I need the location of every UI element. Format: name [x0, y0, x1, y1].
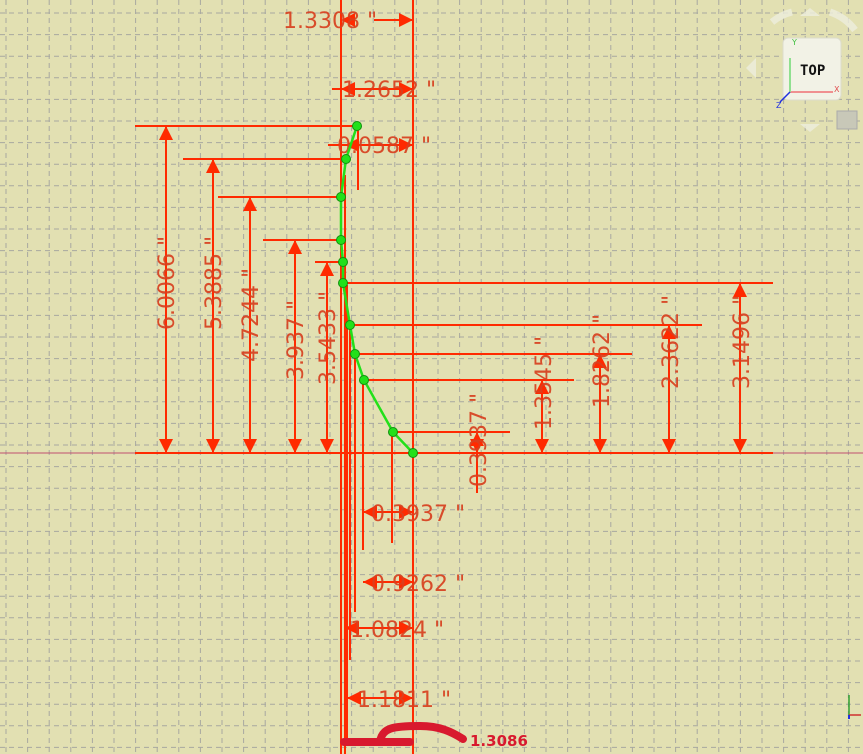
- sketch-vertex[interactable]: [341, 154, 351, 164]
- dim-label[interactable]: 1.3308 ": [283, 9, 377, 34]
- arrow-icon: [243, 439, 257, 453]
- arrow-icon: [345, 138, 359, 152]
- arrow-icon: [593, 439, 607, 453]
- arrow-icon: [347, 691, 361, 705]
- dim-label[interactable]: 6.0066 ": [155, 236, 180, 330]
- axis-y-label: Y: [791, 38, 797, 47]
- axis-x-label: X: [834, 85, 840, 94]
- sketch-vertex[interactable]: [338, 278, 348, 288]
- dim-label[interactable]: 0.9262 ": [371, 572, 465, 597]
- sketch-vertex[interactable]: [338, 257, 348, 267]
- arrow-icon: [288, 240, 302, 254]
- dim-label[interactable]: 1.3545 ": [532, 336, 557, 430]
- arrow-icon: [662, 439, 676, 453]
- rotate-left-icon[interactable]: [746, 58, 756, 78]
- arrow-icon: [593, 354, 607, 368]
- view-menu-cube-icon[interactable]: [836, 110, 858, 130]
- dimension-labels: 1.3308 " 1.2652 " 0.0587 " 0.3937 " 0.92…: [155, 9, 755, 713]
- dim-label[interactable]: 1.2652 ": [342, 78, 436, 103]
- dim-label[interactable]: 2.3622 ": [659, 295, 684, 389]
- arrow-icon: [159, 439, 173, 453]
- dimension-arrows: [159, 13, 747, 705]
- annotation-stroke: [340, 721, 467, 746]
- arrow-icon: [320, 262, 334, 276]
- arrow-icon: [399, 138, 413, 152]
- dim-label[interactable]: 0.3937 ": [467, 393, 492, 487]
- sketch-vertex[interactable]: [345, 320, 355, 330]
- arrow-icon: [399, 575, 413, 589]
- arrow-icon: [159, 126, 173, 140]
- dim-label[interactable]: 4.7244 ": [239, 268, 264, 362]
- dim-label[interactable]: 1.0824 ": [350, 618, 444, 643]
- arrow-icon: [288, 439, 302, 453]
- arrow-icon: [399, 82, 413, 96]
- dim-label[interactable]: 5.3885 ": [202, 236, 227, 330]
- sketch-vertex[interactable]: [388, 427, 398, 437]
- arrow-icon: [320, 439, 334, 453]
- dim-label[interactable]: 0.3937 ": [371, 502, 465, 527]
- axis-z-label: Z: [776, 101, 782, 110]
- arrow-icon: [535, 380, 549, 394]
- sketch-geometry[interactable]: [336, 121, 418, 458]
- arrow-icon: [470, 439, 484, 453]
- dim-label[interactable]: 3.1496 ": [730, 295, 755, 389]
- arrow-icon: [535, 439, 549, 453]
- annotation-text: 1.3086: [470, 732, 528, 750]
- rotate-down-icon[interactable]: [800, 124, 820, 132]
- arrow-icon: [399, 621, 413, 635]
- navicube-face-label: TOP: [800, 63, 825, 79]
- arrow-icon: [733, 439, 747, 453]
- arrow-icon: [363, 505, 377, 519]
- navicube-face-top[interactable]: [782, 37, 842, 101]
- sketch-vertex[interactable]: [336, 192, 346, 202]
- arrow-icon: [341, 82, 355, 96]
- arrow-icon: [341, 13, 355, 27]
- arrow-icon: [363, 575, 377, 589]
- dim-label[interactable]: 3.5433 ": [316, 291, 341, 385]
- arrow-icon: [399, 691, 413, 705]
- sketch-vertex[interactable]: [350, 349, 360, 359]
- axis-triad: [848, 695, 861, 719]
- arrow-icon: [399, 505, 413, 519]
- arrow-icon: [733, 283, 747, 297]
- annotation: 1.3086: [340, 721, 528, 750]
- dim-label[interactable]: 3.937 ": [284, 300, 309, 380]
- sketch-vertex[interactable]: [359, 375, 369, 385]
- arrow-icon: [206, 439, 220, 453]
- sketch-vertex[interactable]: [408, 448, 418, 458]
- arrow-icon: [243, 197, 257, 211]
- arrow-icon: [399, 13, 413, 27]
- navigation-cube[interactable]: TOP X Y Z: [746, 8, 858, 132]
- sketch-vertex[interactable]: [336, 235, 346, 245]
- sketch-vertex[interactable]: [352, 121, 362, 131]
- rotate-up-icon[interactable]: [800, 8, 820, 16]
- arrow-icon: [206, 159, 220, 173]
- dim-label[interactable]: 1.1811 ": [357, 688, 451, 713]
- dim-label[interactable]: 1.8262 ": [590, 314, 615, 408]
- arrow-icon: [345, 621, 359, 635]
- arrow-icon: [662, 325, 676, 339]
